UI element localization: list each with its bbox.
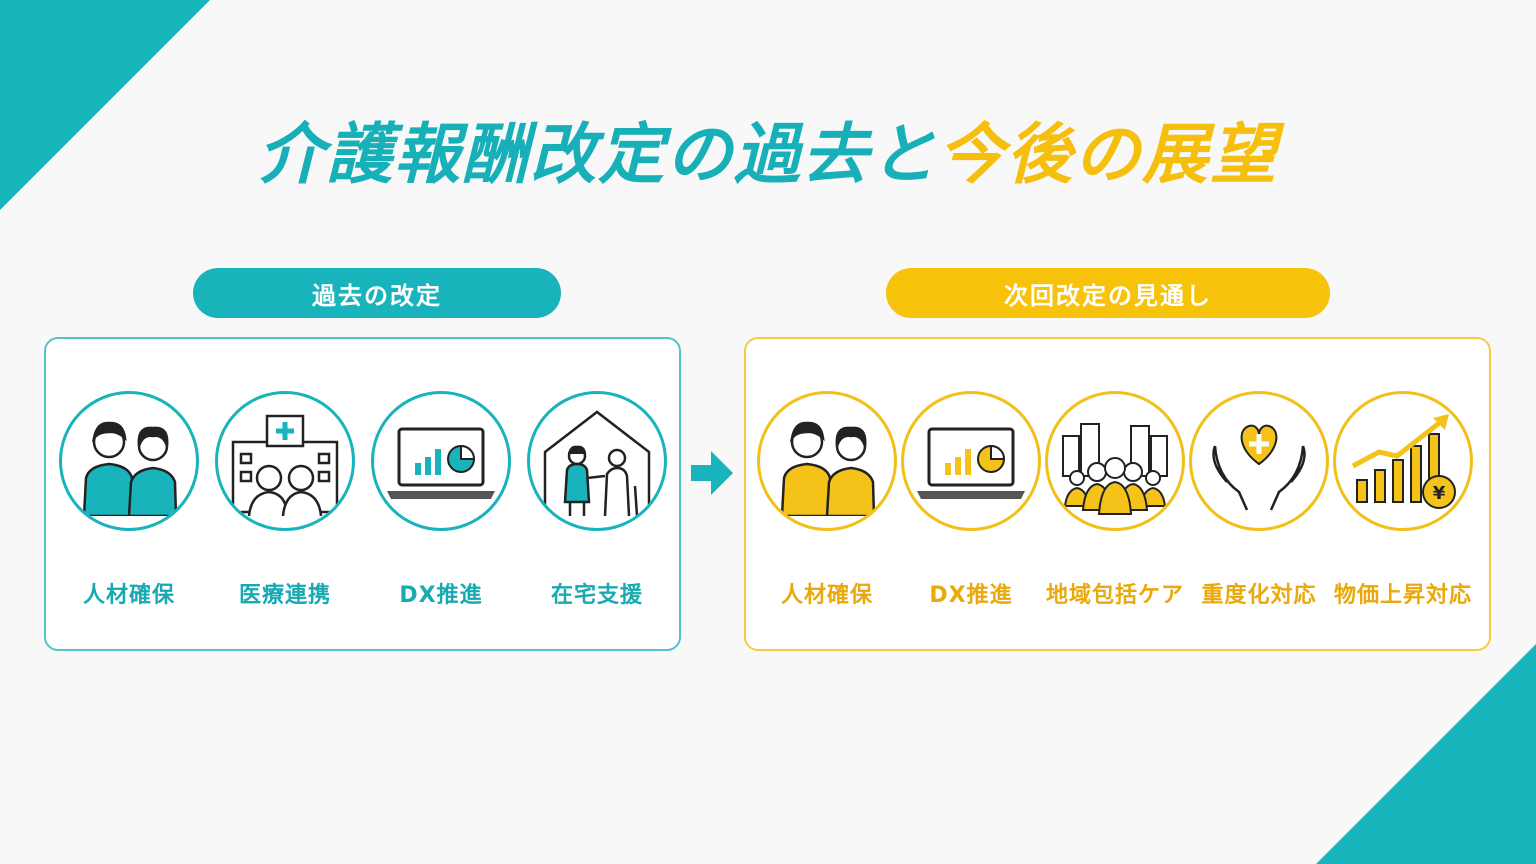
past-item-dx: DX推進 bbox=[368, 391, 514, 609]
page-title: 介護報酬改定の過去と今後の展望 bbox=[0, 110, 1536, 200]
future-item-dx: DX推進 bbox=[898, 391, 1044, 609]
past-heading-pill: 過去の改定 bbox=[193, 268, 561, 318]
caregivers-icon bbox=[757, 391, 897, 531]
home-care-icon bbox=[527, 391, 667, 531]
past-item-staffing: 人材確保 bbox=[56, 391, 202, 609]
future-item-price: ¥ 物価上昇対応 bbox=[1330, 391, 1476, 609]
title-part-past: 介護報酬改定の過去と bbox=[258, 116, 938, 193]
item-label: DX推進 bbox=[399, 583, 483, 608]
future-outlook-panel: 人材確保 DX推進 bbox=[744, 337, 1491, 651]
future-item-community: 地域包括ケア bbox=[1042, 391, 1188, 609]
item-label: 人材確保 bbox=[82, 583, 175, 608]
past-revisions-panel: 人材確保 医療連携 bbox=[44, 337, 681, 651]
future-item-staffing: 人材確保 bbox=[754, 391, 900, 609]
community-icon bbox=[1045, 391, 1185, 531]
item-label: 人材確保 bbox=[780, 583, 873, 608]
corner-decoration-top-left bbox=[0, 0, 210, 210]
past-item-homecare: 在宅支援 bbox=[524, 391, 670, 609]
caregivers-icon bbox=[59, 391, 199, 531]
item-label: DX推進 bbox=[929, 583, 1013, 608]
future-item-severity: 重度化対応 bbox=[1186, 391, 1332, 609]
item-label: 医療連携 bbox=[238, 583, 331, 608]
heart-hands-icon bbox=[1189, 391, 1329, 531]
svg-text:¥: ¥ bbox=[1433, 483, 1446, 504]
arrow-right-icon bbox=[691, 451, 733, 495]
item-label: 地域包括ケア bbox=[1045, 583, 1184, 608]
past-item-medical: 医療連携 bbox=[212, 391, 358, 609]
price-rise-icon: ¥ bbox=[1333, 391, 1473, 531]
laptop-chart-icon bbox=[371, 391, 511, 531]
item-label: 重度化対応 bbox=[1201, 583, 1317, 608]
item-label: 物価上昇対応 bbox=[1333, 583, 1472, 608]
item-label: 在宅支援 bbox=[550, 583, 643, 608]
title-part-future: 今後の展望 bbox=[938, 116, 1278, 193]
hospital-people-icon bbox=[215, 391, 355, 531]
corner-decoration-bottom-right bbox=[1316, 644, 1536, 864]
laptop-chart-icon bbox=[901, 391, 1041, 531]
future-heading-pill: 次回改定の見通し bbox=[886, 268, 1330, 318]
